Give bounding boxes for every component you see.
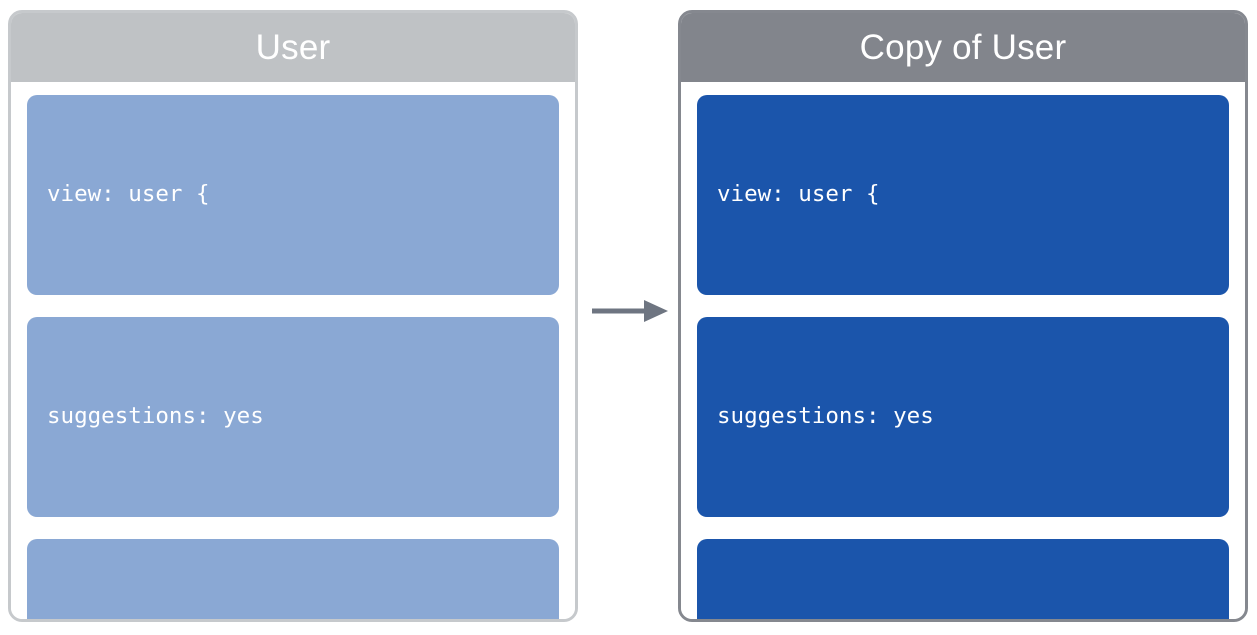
- panel-original-view: User view: user { suggestions: yes dimen…: [8, 10, 578, 622]
- code-block-view-declaration: view: user {: [697, 95, 1229, 295]
- code-line: suggestions: yes: [47, 403, 264, 429]
- panel-original-title: User: [11, 13, 575, 82]
- copy-arrow-icon: [592, 300, 668, 322]
- panel-copy-view: Copy of User view: user { suggestions: y…: [678, 10, 1248, 622]
- code-block-suggestions-setting: suggestions: yes: [27, 317, 559, 517]
- code-block-view-declaration: view: user {: [27, 95, 559, 295]
- panel-copy-title: Copy of User: [681, 13, 1245, 82]
- code-line: dimension: name {: [697, 621, 1229, 622]
- code-line: view: user {: [717, 181, 880, 207]
- code-block-dimension-name: dimension: name { sql: ${TABLE}.name ;; …: [27, 539, 559, 622]
- code-line: view: user {: [47, 181, 210, 207]
- code-block-suggestions-setting: suggestions: yes: [697, 317, 1229, 517]
- code-block-dimension-name: dimension: name { sql: ${TABLE}.name ;; …: [697, 539, 1229, 622]
- code-line: suggestions: yes: [717, 403, 934, 429]
- panel-copy-body: view: user { suggestions: yes dimension:…: [681, 82, 1245, 622]
- code-line: dimension: name {: [27, 621, 559, 622]
- panel-original-body: view: user { suggestions: yes dimension:…: [11, 82, 575, 622]
